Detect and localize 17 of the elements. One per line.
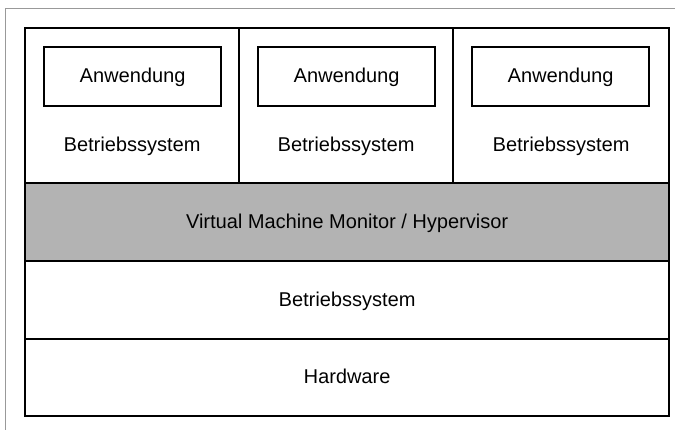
layer-label: Anwendung: [506, 64, 614, 89]
layer-label: Virtual Machine Monitor / Hypervisor: [185, 210, 509, 234]
layer-label: Betriebssystem: [492, 132, 630, 158]
layer-label: Anwendung: [78, 64, 186, 89]
layer-label: Betriebssystem: [278, 288, 416, 312]
vm-column: [24, 27, 240, 184]
layer-box: [24, 182, 670, 262]
layer-label: Anwendung: [292, 64, 400, 89]
application-box: [43, 46, 222, 107]
layer-label: Betriebssystem: [62, 132, 202, 158]
application-box: [471, 46, 650, 107]
layer-label: Hardware: [302, 365, 392, 390]
vm-column: [452, 27, 670, 184]
layer-box: [24, 260, 670, 340]
layer-box: [24, 338, 670, 417]
application-box: [257, 46, 436, 107]
layer-label: Betriebssystem: [276, 132, 416, 158]
